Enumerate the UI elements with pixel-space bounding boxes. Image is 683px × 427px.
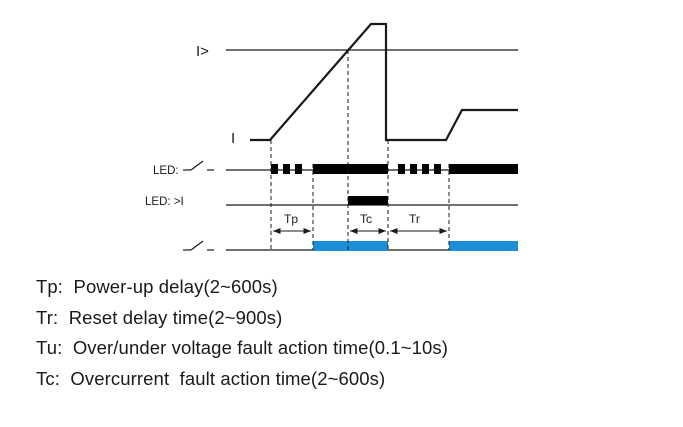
led-blink-pulse: [398, 164, 405, 174]
led-blink-pulse: [271, 164, 278, 174]
led-blink-pulse: [434, 164, 441, 174]
tp-label: Tp: [284, 212, 298, 226]
led-solid-segment: [449, 164, 518, 174]
led-blink-pulse: [422, 164, 429, 174]
led-blink-pulse: [295, 164, 302, 174]
legend-item-tc: Tc: Overcurrent fault action time(2~600s…: [36, 367, 386, 389]
legend-item-tu: Tu: Over/under voltage fault action time…: [36, 337, 449, 358]
legend-item-tp: Tp: Power-up delay(2~600s): [36, 276, 278, 297]
current-waveform: [250, 22, 518, 142]
switch-icon: [183, 160, 214, 171]
led-blink-pulse: [410, 164, 417, 174]
led-switch-signal: [271, 164, 518, 174]
threshold-label: I>: [196, 43, 209, 60]
relay-switch-icon: [183, 240, 214, 251]
relay-on-segment: [313, 241, 388, 251]
led-blink-pulse: [283, 164, 290, 174]
tc-label: Tc: [360, 212, 372, 226]
timing-guides: [270, 50, 450, 250]
legend: Tp: Power-up delay(2~600s) Tr: Reset del…: [36, 272, 676, 394]
legend-item-tr: Tr: Reset delay time(2~900s): [36, 306, 283, 328]
relay-on-segment: [449, 241, 518, 251]
led-overcurrent-label: LED: >I: [145, 196, 184, 208]
current-label: I: [231, 130, 235, 147]
led-solid-segment: [313, 164, 388, 174]
timing-diagram: I> I LED: LED: >I: [145, 22, 518, 251]
led-overcurrent-pulse: [348, 196, 388, 205]
tr-label: Tr: [409, 212, 420, 226]
led-switch-label: LED:: [153, 165, 179, 177]
